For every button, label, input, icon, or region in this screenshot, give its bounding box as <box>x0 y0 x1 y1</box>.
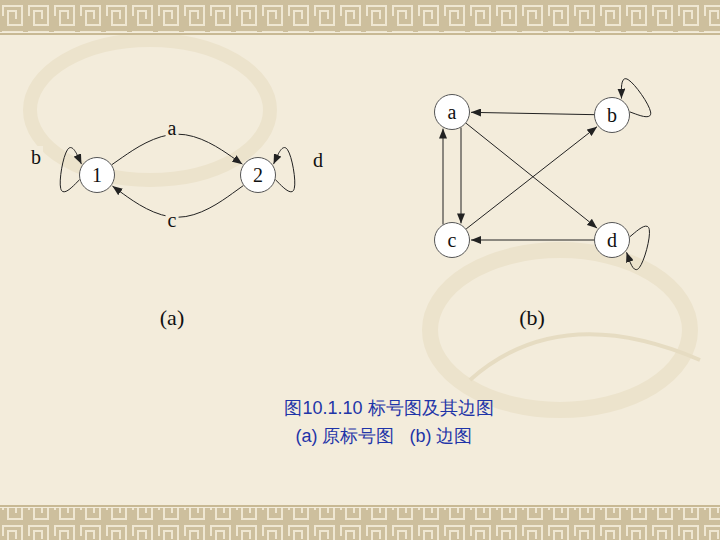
directed-edge <box>466 123 597 228</box>
vertex-label: 1 <box>92 165 102 185</box>
graph-vertex: 1 <box>79 157 115 193</box>
top-band <box>0 0 720 32</box>
directed-edge <box>466 127 597 229</box>
watermark <box>430 250 690 410</box>
graph-vertex: d <box>594 222 630 258</box>
vertex-label: b <box>607 105 617 125</box>
graph-vertex: a <box>434 94 470 130</box>
watermark-branch <box>470 334 700 380</box>
vertex-label: d <box>607 230 617 250</box>
edge-label: d <box>311 149 325 171</box>
graph-vertex: b <box>594 97 630 133</box>
subfigure-label: (b) <box>519 305 545 331</box>
directed-edge <box>461 128 462 224</box>
vertex-label: c <box>448 230 457 250</box>
figure-caption: 图10.1.10 标号图及其边图 <box>284 398 493 420</box>
vertex-label: 2 <box>253 165 263 185</box>
top-band-pattern <box>0 0 720 32</box>
caption-line: (a) 原标号图 (b) 边图 <box>295 426 472 448</box>
edge-label: c <box>166 209 179 231</box>
directed-edge <box>443 129 444 225</box>
directed-edge <box>627 226 650 270</box>
directed-edge <box>60 148 81 192</box>
directed-edge <box>471 240 594 241</box>
graph-vertex: c <box>434 222 470 258</box>
watermark <box>30 40 270 180</box>
top-band-rule <box>0 33 720 35</box>
edge-label: b <box>29 146 43 168</box>
directed-edge <box>471 112 594 114</box>
bottom-band-pattern <box>0 508 720 540</box>
graph-vertex: 2 <box>240 157 276 193</box>
edge-label: a <box>166 117 179 139</box>
subfigure-label: (a) <box>160 305 184 331</box>
bottom-band <box>0 508 720 540</box>
directed-edge <box>274 148 295 192</box>
bottom-band-rule <box>0 505 720 507</box>
vertex-label: a <box>448 102 457 122</box>
